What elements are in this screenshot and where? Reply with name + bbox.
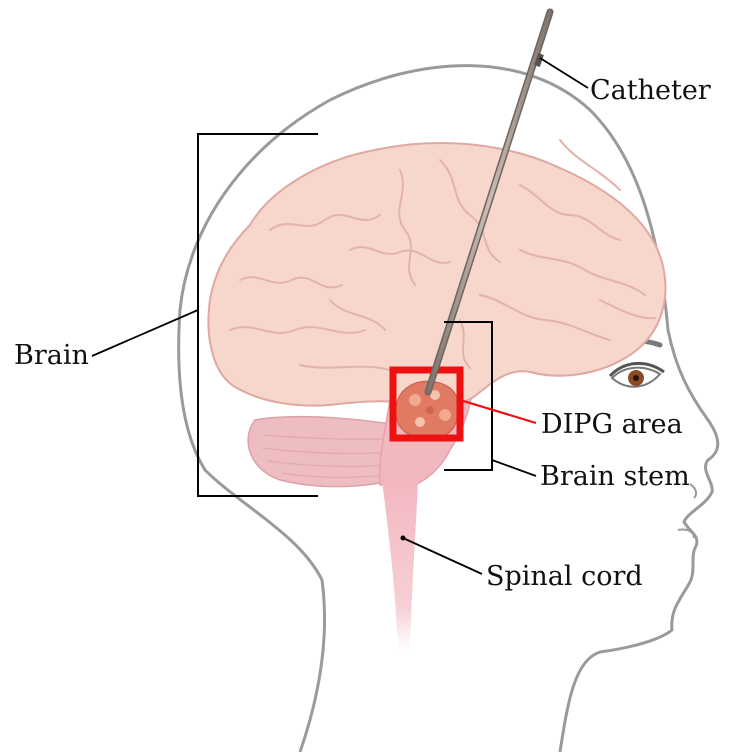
eye-icon [610, 363, 664, 386]
dipg-leader [460, 400, 536, 423]
spinal-cord [382, 480, 418, 650]
catheter-label: Catheter [590, 75, 711, 106]
dipg-area-label: DIPG area [541, 409, 683, 440]
brain-stem-label: Brain stem [540, 461, 690, 492]
spinal-cord-leader [403, 538, 482, 574]
spinal-cord-label: Spinal cord [486, 561, 643, 592]
spinal-cord-leader-dot [401, 536, 406, 541]
brain-stem-leader [492, 460, 536, 476]
brain-label: Brain [14, 340, 89, 371]
brain-leader [92, 310, 198, 356]
catheter-leader [540, 58, 588, 88]
nostril-detail [690, 484, 696, 498]
